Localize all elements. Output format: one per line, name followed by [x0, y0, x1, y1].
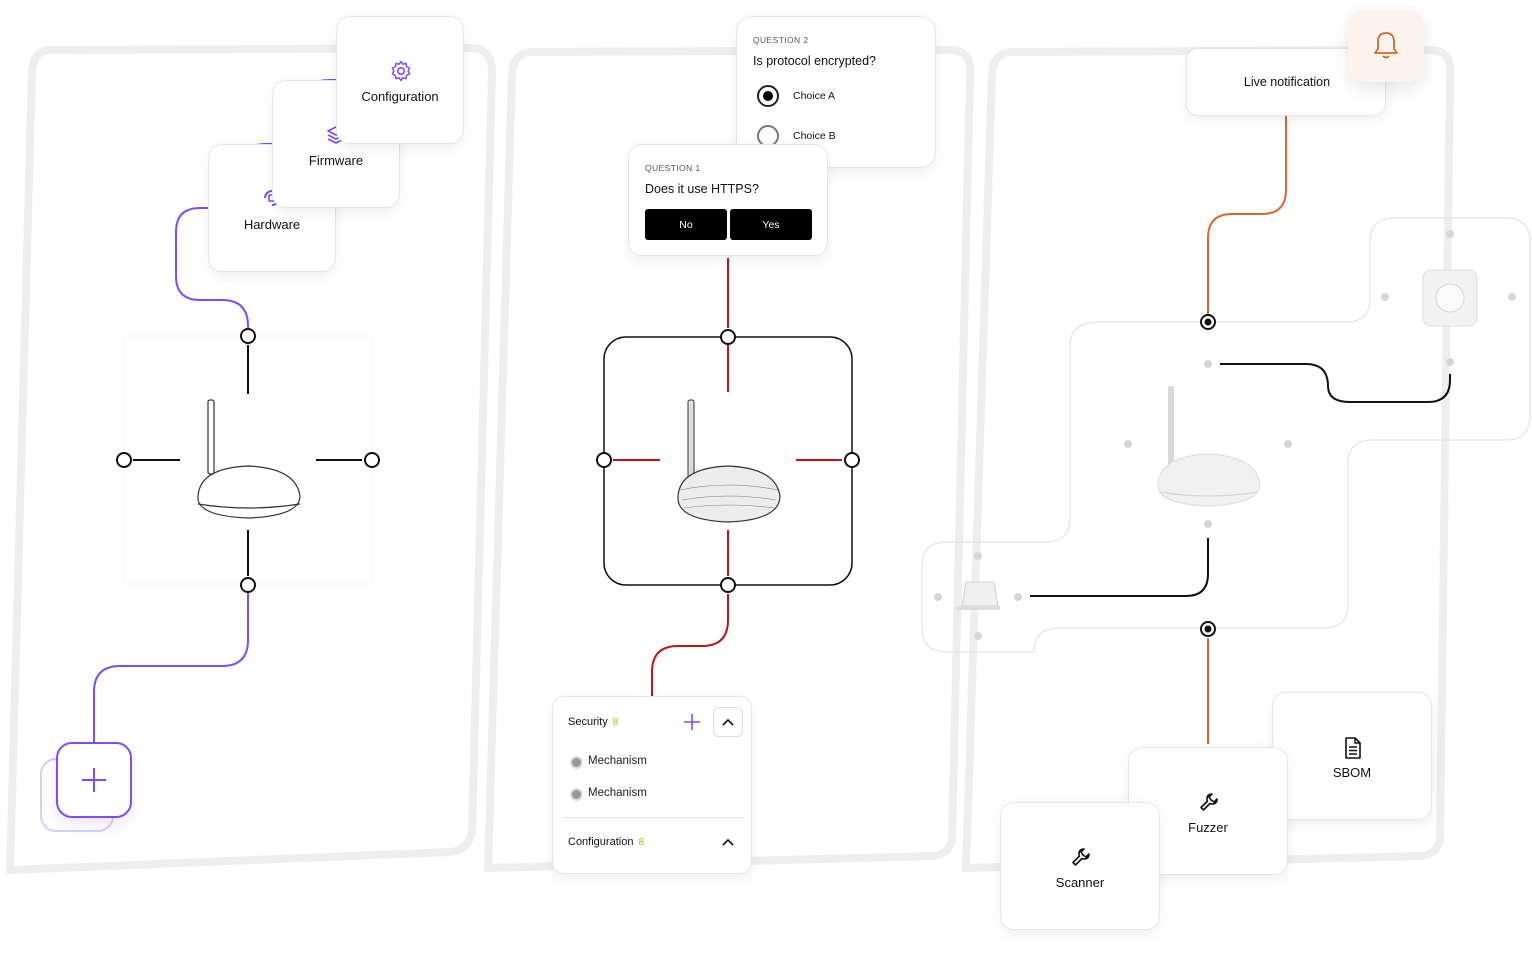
- left-panel-outline: [5, 43, 497, 875]
- laptop-icon: [956, 581, 1000, 610]
- orange-connector-top: [1207, 116, 1287, 314]
- router-photo-icon: [1157, 386, 1261, 507]
- bell-button[interactable]: [1348, 10, 1424, 82]
- firmware-label: Firmware: [308, 153, 364, 168]
- chevron-up-icon[interactable]: [722, 837, 734, 847]
- question1-number: QUESTION 1: [645, 163, 701, 173]
- configuration-count: 8: [638, 837, 644, 848]
- mechanism-item[interactable]: Mechanism: [588, 755, 647, 767]
- hardware-label: Hardware: [243, 217, 301, 232]
- network-region: [921, 217, 1531, 653]
- router-sketch-icon: [677, 399, 781, 523]
- middle-panel-outline: [483, 45, 975, 873]
- right-panel-outline: [961, 45, 1455, 873]
- black-connector-right: [1220, 363, 1451, 403]
- port-right: [364, 452, 380, 468]
- collapse-security-button[interactable]: [713, 707, 743, 737]
- question1-text: Does it use HTTPS?: [645, 182, 759, 196]
- no-button[interactable]: No: [645, 209, 727, 240]
- mechanism-bullet: [570, 788, 583, 801]
- question2-number: QUESTION 2: [753, 35, 809, 45]
- fuzzer-label: Fuzzer: [1188, 820, 1228, 835]
- live-notification-label: Live notification: [1243, 75, 1331, 89]
- document-icon: [1345, 737, 1361, 759]
- bell-icon: [1374, 32, 1398, 59]
- black-connector-left: [1030, 538, 1209, 597]
- configuration-label: Configuration: [361, 89, 439, 104]
- router-icon: [197, 399, 301, 519]
- question2-text: Is protocol encrypted?: [753, 54, 876, 68]
- purple-connector-bottom: [93, 586, 249, 742]
- wrench-icon: [1072, 848, 1090, 866]
- sbom-card[interactable]: SBOM: [1272, 692, 1432, 820]
- add-security-icon[interactable]: [683, 713, 701, 731]
- port-left: [116, 452, 132, 468]
- port-bottom: [240, 577, 256, 593]
- choice-a-radio[interactable]: [757, 85, 779, 107]
- configuration-card[interactable]: Configuration: [336, 16, 464, 144]
- security-count: 8: [612, 717, 619, 728]
- port-top: [240, 328, 256, 344]
- mechanism-bullet: [570, 756, 583, 769]
- add-button[interactable]: [56, 742, 132, 818]
- question1-card: QUESTION 1 Does it use HTTPS? No Yes: [628, 144, 828, 256]
- sbom-label: SBOM: [1332, 765, 1372, 780]
- choice-a-label: Choice A: [793, 90, 836, 102]
- yes-button[interactable]: Yes: [730, 209, 812, 240]
- scanner-card[interactable]: Scanner: [1000, 802, 1160, 930]
- wrench-icon: [1200, 793, 1218, 811]
- plus-icon: [82, 768, 106, 792]
- choice-b-label: Choice B: [793, 130, 836, 142]
- red-connector-bottom: [651, 594, 729, 696]
- gear-icon: [391, 60, 411, 82]
- chevron-up-icon: [722, 718, 734, 726]
- scanner-label: Scanner: [1055, 875, 1105, 890]
- divider: [563, 817, 743, 818]
- thermostat-icon: [1422, 269, 1478, 327]
- mechanism-item[interactable]: Mechanism: [588, 787, 647, 799]
